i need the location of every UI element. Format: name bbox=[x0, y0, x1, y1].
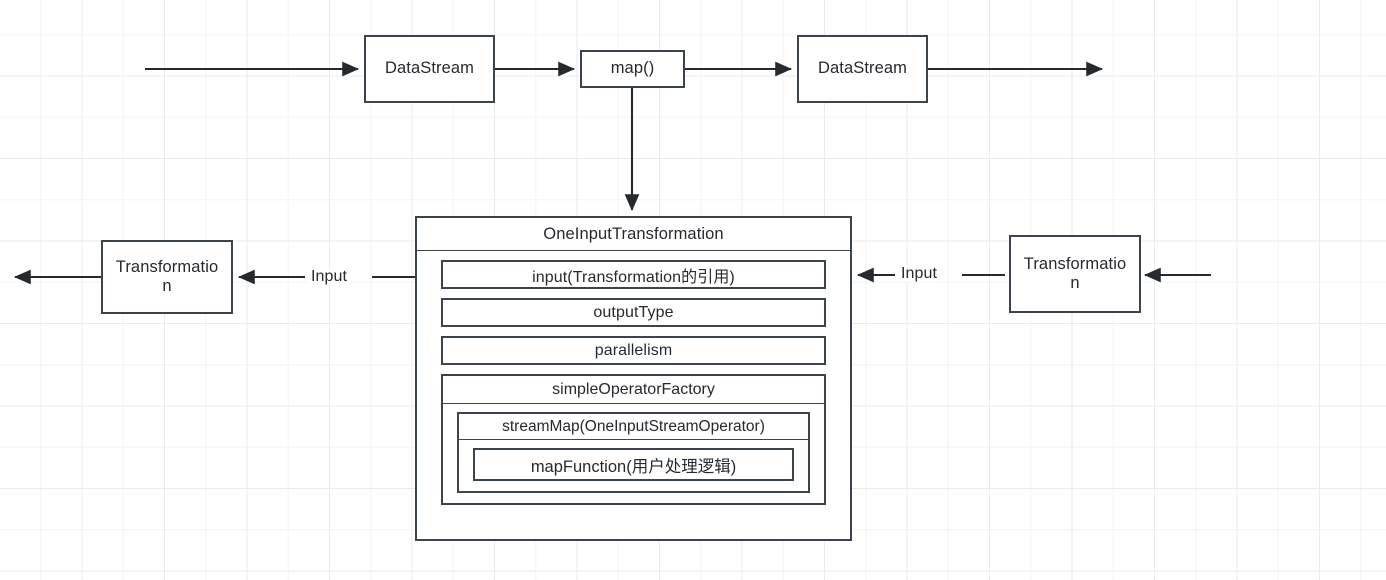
node-map-function[interactable]: mapFunction(用户处理逻辑) bbox=[473, 448, 794, 481]
field-input[interactable]: input(Transformation的引用) bbox=[441, 260, 826, 289]
group-stream-map-operator[interactable]: streamMap(OneInputStreamOperator) mapFun… bbox=[457, 412, 810, 493]
node-datastream-input[interactable]: DataStream bbox=[364, 35, 495, 103]
group-simple-operator-factory[interactable]: simpleOperatorFactory streamMap(OneInput… bbox=[441, 374, 826, 505]
node-transformation-left[interactable]: Transformation bbox=[101, 240, 233, 314]
edge-label-input-right: Input bbox=[898, 266, 941, 282]
edge-label-input-left: Input bbox=[308, 269, 351, 285]
node-transformation-right[interactable]: Transformation bbox=[1009, 235, 1141, 313]
simple-operator-factory-title: simpleOperatorFactory bbox=[443, 376, 824, 404]
simple-operator-factory-body: streamMap(OneInputStreamOperator) mapFun… bbox=[443, 404, 824, 503]
one-input-transformation-fields: input(Transformation的引用) outputType para… bbox=[417, 251, 850, 539]
field-parallelism[interactable]: parallelism bbox=[441, 336, 826, 365]
stream-map-operator-title: streamMap(OneInputStreamOperator) bbox=[459, 414, 808, 440]
stream-map-operator-body: mapFunction(用户处理逻辑) bbox=[459, 440, 808, 491]
node-map-call[interactable]: map() bbox=[580, 50, 685, 88]
node-one-input-transformation[interactable]: OneInputTransformation input(Transformat… bbox=[415, 216, 852, 541]
one-input-transformation-title: OneInputTransformation bbox=[417, 218, 850, 251]
field-output-type[interactable]: outputType bbox=[441, 298, 826, 327]
node-datastream-output[interactable]: DataStream bbox=[797, 35, 928, 103]
